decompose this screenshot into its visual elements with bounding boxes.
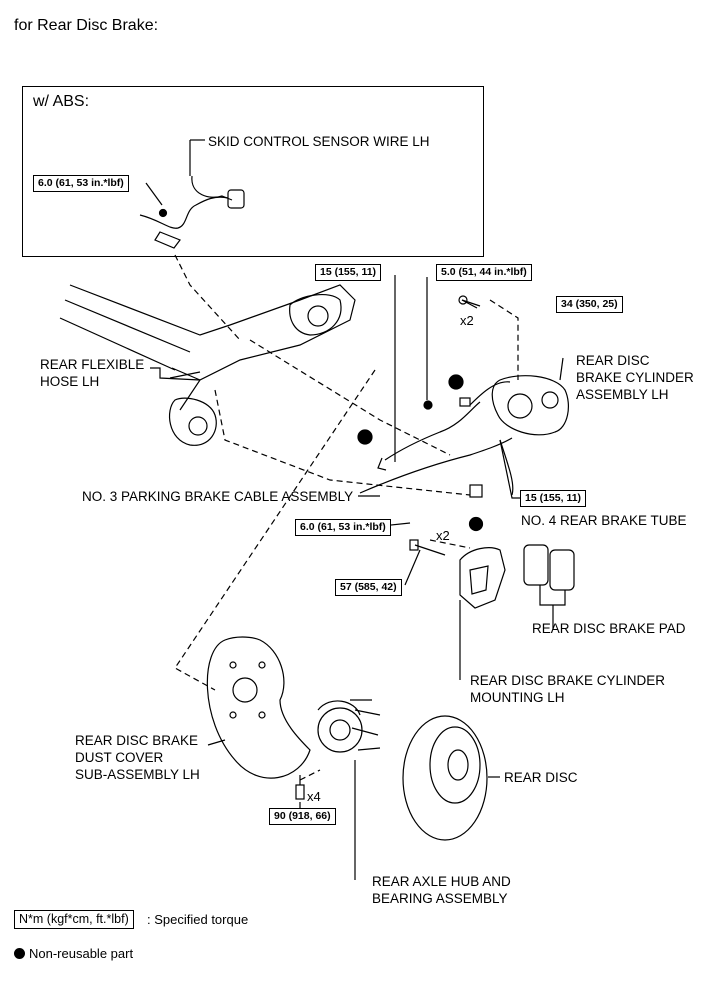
hub-shape: [317, 707, 363, 753]
legend-non-reusable-text: Non-reusable part: [29, 946, 134, 961]
torque-hub-bolt: 90 (918, 66): [269, 808, 336, 825]
torque-brake-tube-union-a: 15 (155, 11): [315, 264, 382, 281]
brake-pad-inner: [523, 544, 549, 586]
label-parking-brake-cable: NO. 3 PARKING BRAKE CABLE ASSEMBLY: [82, 489, 354, 504]
label-rear-disc-brake-pad: REAR DISC BRAKE PAD: [532, 621, 686, 636]
torque-sensor-bolt: 6.0 (61, 53 in.*lbf): [33, 175, 129, 192]
mounting-bracket: [459, 547, 506, 609]
label-dust-cover: REAR DISC BRAKE DUST COVER SUB-ASSEMBLY …: [75, 733, 200, 782]
label-rear-axle-hub: REAR AXLE HUB AND BEARING ASSEMBLY: [372, 874, 511, 906]
axle-beam: [69, 284, 356, 411]
quantity-hub-bolt: x4: [307, 789, 321, 804]
non-reusable-dot-icon: [14, 948, 25, 959]
page-title: for Rear Disc Brake:: [14, 17, 159, 34]
quantity-mounting-bolt: x2: [436, 528, 450, 543]
abs-inset-box: w/ ABS:: [22, 86, 484, 257]
legend-torque-format: N*m (kgf*cm, ft.*lbf): [14, 910, 134, 929]
legend-torque-description: : Specified torque: [147, 912, 249, 927]
label-rear-disc: REAR DISC: [504, 770, 578, 785]
brake-tube: [384, 401, 481, 461]
torque-bracket-bolt: 5.0 (51, 44 in.*lbf): [436, 264, 532, 281]
legend-non-reusable: Non-reusable part: [14, 946, 133, 961]
sensor-wire: [191, 175, 233, 201]
rear-disc-shape: [402, 715, 488, 841]
torque-mounting-bolt: 57 (585, 42): [335, 579, 402, 596]
quantity-caliper-bolt: x2: [460, 313, 474, 328]
brake-pad-outer: [549, 549, 575, 591]
abs-inset-label: w/ ABS:: [33, 93, 90, 110]
label-rear-brake-tube: NO. 4 REAR BRAKE TUBE: [521, 513, 687, 528]
label-rear-flexible-hose: REAR FLEXIBLE HOSE LH: [40, 357, 145, 389]
flex-hose: [150, 367, 201, 381]
dust-cover-shape: [206, 636, 311, 779]
torque-caliper-bolt: 34 (350, 25): [556, 296, 623, 313]
label-rear-disc-brake-cylinder-assembly: REAR DISC BRAKE CYLINDER ASSEMBLY LH: [576, 353, 694, 402]
torque-cable-bolt: 6.0 (61, 53 in.*lbf): [295, 519, 391, 536]
parking-cable: [359, 437, 513, 494]
torque-brake-tube-union-b: 15 (155, 11): [520, 490, 587, 507]
label-skid-control-sensor-wire: SKID CONTROL SENSOR WIRE LH: [208, 134, 430, 149]
sensor-connector: [227, 189, 245, 209]
label-brake-cylinder-mounting: REAR DISC BRAKE CYLINDER MOUNTING LH: [470, 673, 666, 705]
